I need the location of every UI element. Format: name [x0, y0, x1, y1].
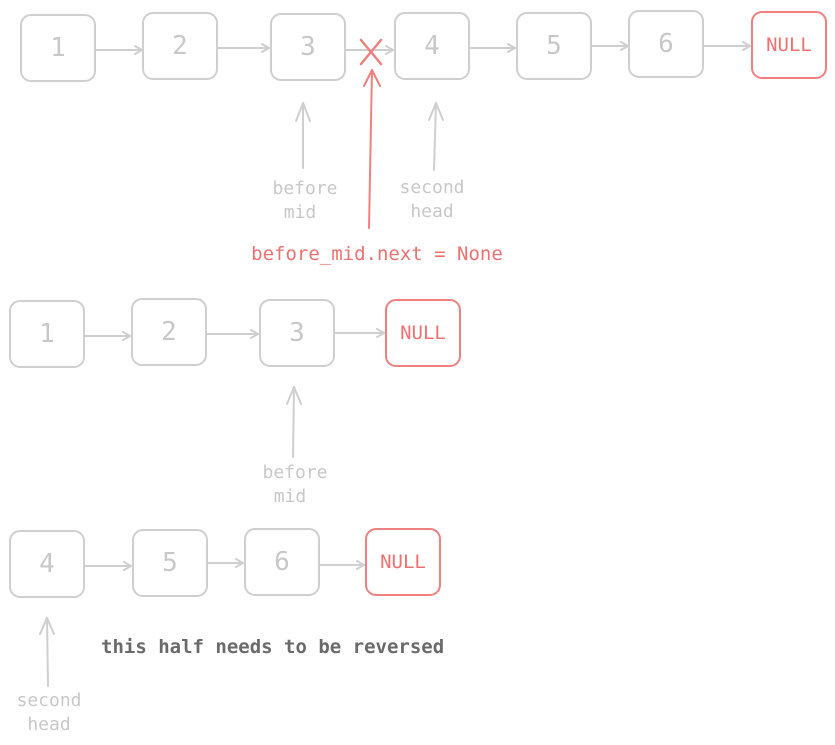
list-node: 2	[131, 298, 207, 366]
node-value: 4	[39, 549, 55, 579]
node-value: 3	[289, 318, 305, 348]
pointer-arrowhead	[428, 102, 444, 121]
list-node: 1	[20, 14, 96, 82]
node-value: 6	[658, 29, 674, 59]
list-node: 3	[270, 13, 346, 81]
list-node: 1	[9, 300, 85, 368]
list-node: 5	[516, 12, 592, 80]
pointer-label-line1: before	[272, 178, 337, 199]
list-node: 6	[244, 528, 320, 596]
node-box	[20, 14, 96, 82]
node-value: 1	[50, 33, 66, 63]
break-link-annotation: before_mid.next = None	[251, 69, 503, 265]
break-code-label: before_mid.next = None	[251, 243, 503, 265]
annotation-arrow	[368, 69, 373, 229]
list-node: 4	[394, 12, 470, 80]
second-half-list: 4 5 6 NULL	[9, 528, 441, 598]
pointer-arrow	[292, 386, 295, 458]
null-node: NULL	[365, 528, 441, 596]
node-box	[9, 300, 85, 368]
null-node: NULL	[751, 11, 827, 79]
pointer-label-line2: head	[27, 714, 70, 735]
node-box	[131, 298, 207, 366]
pointer-label-line1: second	[16, 690, 81, 711]
null-box	[385, 299, 461, 367]
node-value: 3	[300, 32, 316, 62]
list-node: 4	[9, 530, 85, 598]
pointer-arrow	[46, 617, 49, 687]
null-label: NULL	[400, 322, 446, 344]
node-value: 5	[162, 548, 178, 578]
before-mid-pointer-second: before mid	[262, 386, 328, 507]
cross-icon	[359, 38, 383, 66]
list-node: 2	[142, 12, 218, 80]
pointer-arrowhead	[295, 102, 311, 122]
node-value: 4	[424, 31, 440, 61]
list-node: 3	[259, 299, 335, 367]
before-mid-pointer: before mid	[272, 102, 338, 223]
pointer-arrowhead	[286, 386, 302, 405]
node-value: 1	[39, 319, 55, 349]
node-value: 2	[161, 317, 177, 347]
second-head-pointer: second head	[399, 102, 465, 222]
reverse-note: this half needs to be reversed	[101, 636, 444, 658]
null-box	[365, 528, 441, 596]
null-node: NULL	[385, 299, 461, 367]
node-value: 6	[274, 547, 290, 577]
node-value: 5	[546, 31, 562, 61]
pointer-label-line2: mid	[284, 202, 317, 223]
null-label: NULL	[380, 551, 426, 573]
pointer-arrowhead	[39, 617, 55, 635]
list-node: 6	[628, 10, 704, 78]
null-label: NULL	[766, 34, 812, 56]
pointer-label-line1: second	[399, 177, 464, 198]
pointer-label-line2: mid	[274, 486, 307, 507]
second-head-pointer-second: second head	[16, 617, 82, 735]
node-box	[9, 530, 85, 598]
pointer-label-line2: head	[410, 201, 453, 222]
node-box	[394, 12, 470, 80]
null-box	[751, 11, 827, 79]
pointer-arrow	[433, 102, 437, 171]
pointer-label-line1: before	[262, 462, 327, 483]
annotation-arrowhead	[363, 69, 381, 87]
node-box	[142, 12, 218, 80]
list-node: 5	[132, 529, 208, 597]
node-box	[270, 13, 346, 81]
node-value: 2	[172, 31, 188, 61]
node-box	[628, 10, 704, 78]
node-box	[244, 528, 320, 596]
original-list: 1 2 3 4 5 6 NULL	[20, 10, 827, 82]
first-half-list: 1 2 3 NULL	[9, 298, 461, 368]
